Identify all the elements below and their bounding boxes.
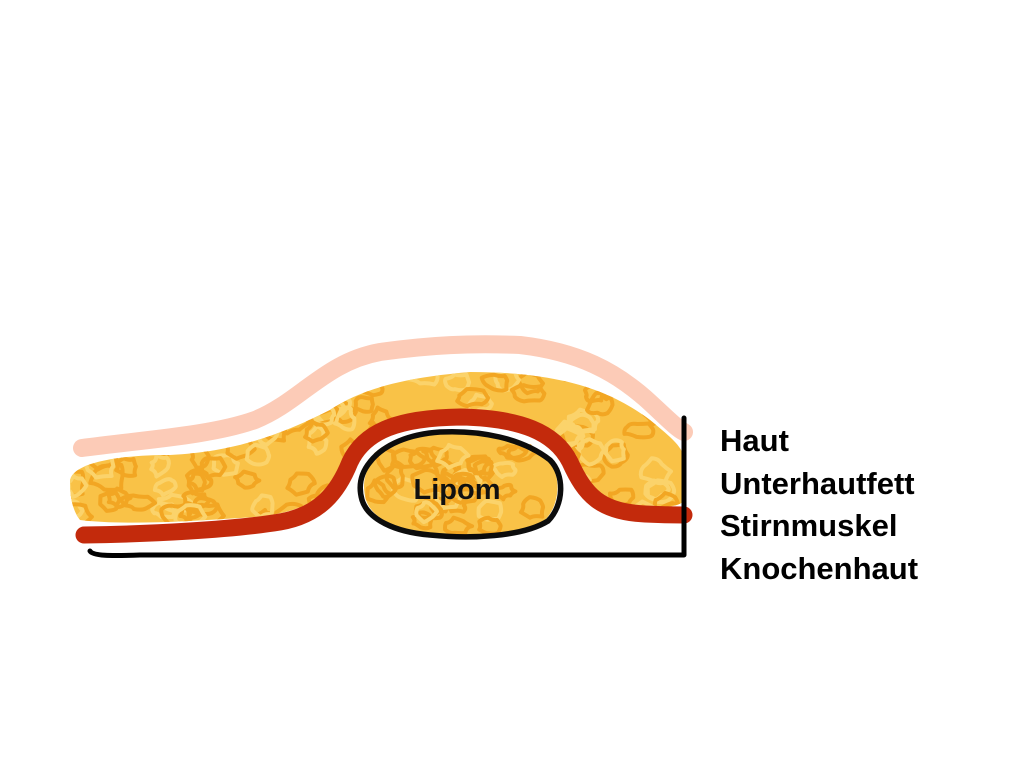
fat-lobule	[494, 482, 518, 502]
fat-lobule	[118, 493, 158, 512]
fat-lobule	[136, 378, 167, 396]
fat-lobule	[455, 387, 491, 409]
fat-lobule	[125, 384, 151, 402]
fat-lobule	[638, 456, 673, 485]
skin-layer	[73, 335, 693, 457]
fat-lobule	[70, 379, 92, 404]
fat-lobule	[116, 377, 139, 401]
fat-lobule	[188, 397, 219, 420]
fat-lobule	[384, 463, 405, 490]
fat-lobule	[285, 471, 317, 497]
lipoma-fat-lobules	[365, 441, 546, 536]
fat-lobule	[407, 446, 438, 471]
fat-lobule	[353, 395, 375, 414]
fat-lobule	[490, 460, 518, 479]
fat-lobule	[365, 478, 392, 505]
fat-lobule	[114, 456, 138, 478]
fat-lobule	[99, 372, 135, 382]
fat-lobule	[303, 419, 330, 444]
fat-lobule	[332, 508, 366, 523]
lipoma-capsule	[357, 428, 564, 540]
fat-lobule	[70, 473, 89, 499]
fat-lobule	[645, 478, 677, 505]
fat-lobule	[247, 372, 276, 394]
fat-lobule	[181, 490, 212, 510]
fat-lobule	[391, 447, 427, 469]
fat-lobule	[173, 503, 208, 523]
fat-lobule	[496, 443, 529, 461]
fat-lobule	[435, 442, 471, 470]
fat-lobule	[622, 421, 656, 440]
fat-lobule	[218, 372, 253, 389]
fat-lobule	[309, 388, 335, 416]
fat-lobule	[88, 462, 125, 492]
lipoma-label: Lipom	[414, 474, 501, 506]
fat-lobule	[244, 442, 272, 467]
fat-lobule	[509, 383, 547, 404]
fat-lobule	[465, 454, 490, 476]
fat-lobule	[98, 490, 122, 513]
fat-lobule	[152, 477, 178, 497]
fat-lobule	[443, 515, 475, 536]
fat-lobule	[233, 469, 262, 490]
fat-lobule	[410, 510, 434, 531]
subcutaneous-fat-layer	[70, 372, 684, 523]
fat-lobule	[89, 419, 121, 439]
fat-lobule	[250, 493, 275, 520]
fat-lobule	[183, 386, 207, 409]
fat-lobule	[447, 475, 484, 505]
layer-label-frontalis-muscle: Stirnmuskel	[720, 508, 898, 543]
fat-lobule	[671, 388, 684, 412]
fat-lobule	[144, 384, 165, 410]
periosteum-layer	[87, 415, 687, 558]
fat-lobule	[585, 391, 615, 417]
fat-lobule	[108, 408, 140, 432]
fat-lobule	[149, 452, 171, 479]
fat-lobule	[130, 406, 153, 437]
fat-lobule	[70, 502, 94, 523]
layer-label-periosteum: Knochenhaut	[720, 550, 919, 586]
fat-lobule	[194, 372, 219, 385]
lipoma	[364, 431, 558, 536]
layer-label-skin: Haut	[720, 423, 789, 458]
fat-lobule	[414, 500, 439, 525]
fat-lobule	[576, 437, 607, 467]
fat-lobule	[85, 372, 108, 390]
fat-lobule	[668, 372, 684, 388]
fat-lobule	[479, 372, 510, 393]
layer-legend: Haut Unterhautfett Stirnmuskel Knochenha…	[720, 420, 918, 590]
fat-lobule	[199, 456, 228, 480]
fat-lobule	[155, 394, 179, 413]
fat-lobule	[161, 385, 190, 416]
fat-lobule	[178, 503, 203, 523]
fat-lobule	[142, 397, 175, 425]
fat-lobule	[264, 372, 302, 387]
fat-lobule	[153, 385, 187, 406]
fat-lobule	[518, 495, 546, 520]
layer-label-subcutaneous-fat: Unterhautfett	[720, 465, 915, 501]
frontalis-muscle-layer	[75, 408, 693, 544]
fat-lobule	[557, 423, 595, 451]
